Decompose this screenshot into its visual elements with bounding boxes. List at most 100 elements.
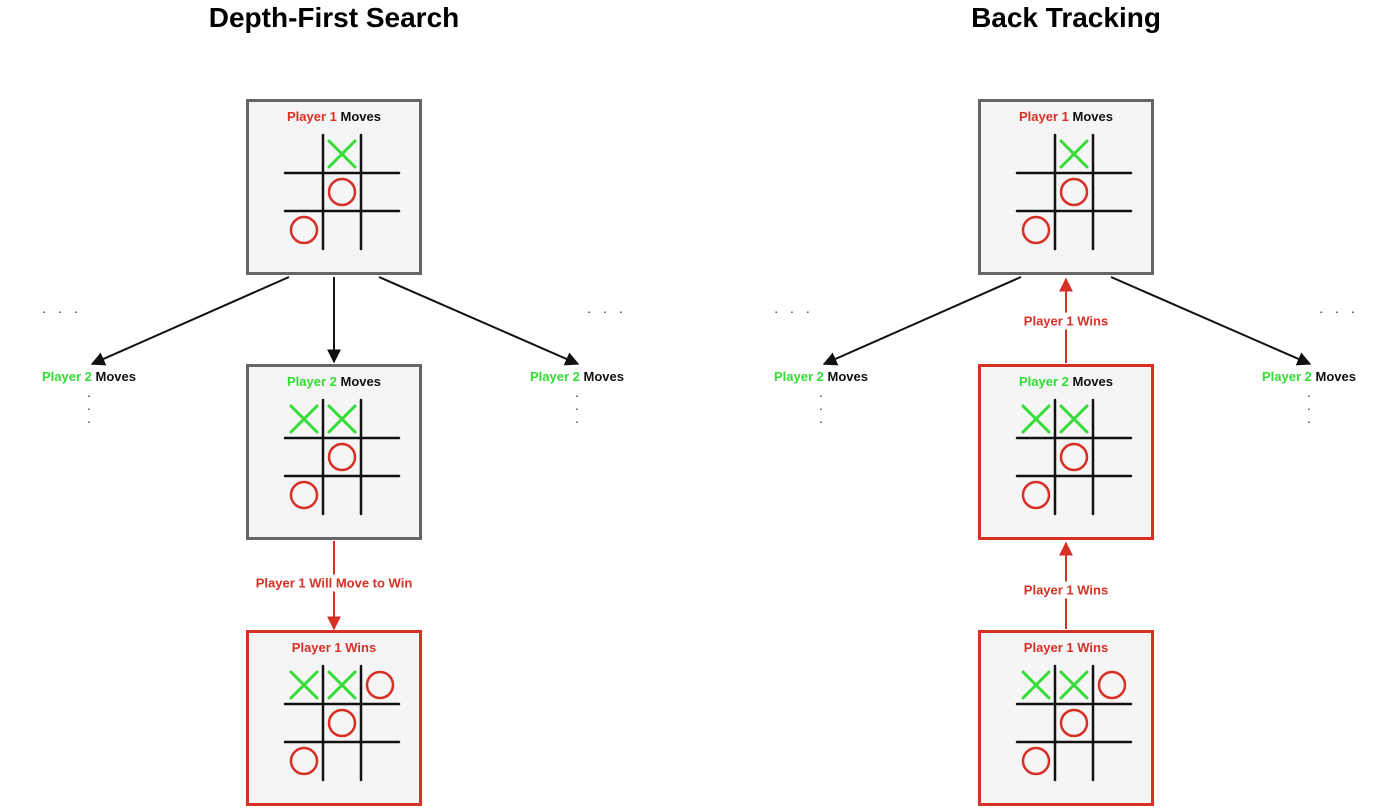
o-mark	[327, 177, 357, 207]
player2-text: Player 2	[530, 369, 580, 384]
bt-mid-node: Player 2 Moves	[978, 364, 1154, 540]
o-mark	[365, 670, 395, 700]
vertical-ellipsis: ...	[816, 384, 826, 426]
dfs-title: Depth-First Search	[208, 2, 460, 33]
x-stroke	[1021, 404, 1051, 434]
dfs-left-branch-label: Player 2 Moves	[42, 369, 136, 384]
tic-tac-toe-board	[283, 398, 401, 516]
x-stroke	[327, 404, 357, 434]
x-stroke	[289, 670, 319, 700]
grid-lines	[1015, 133, 1133, 251]
o-mark	[327, 442, 357, 472]
vdot: .	[1307, 397, 1311, 413]
x-stroke	[1059, 139, 1089, 169]
o-mark	[1059, 442, 1089, 472]
x-stroke	[1059, 404, 1089, 434]
vdot: .	[575, 397, 579, 413]
bt-root-title: Player 1 Moves	[981, 109, 1151, 124]
dfs-root-title: Player 1 Moves	[249, 109, 419, 124]
x-stroke	[327, 139, 357, 169]
vdot: .	[87, 384, 91, 400]
bt-leaf-title: Player 1 Wins	[1023, 640, 1109, 655]
vertical-ellipsis: ...	[84, 384, 94, 426]
player2-text: Player 2	[1262, 369, 1312, 384]
vdot: .	[819, 384, 823, 400]
bt-left-branch-label: Player 2 Moves	[774, 369, 868, 384]
bt-edge-left	[822, 276, 1022, 366]
dfs-edge-right	[378, 276, 580, 366]
x-mark	[327, 670, 357, 700]
bt-upper-edge-label: Player 1 Wins	[1020, 312, 1112, 330]
x-mark	[289, 404, 319, 434]
ellipsis-left: . . .	[42, 300, 82, 316]
tic-tac-toe-board	[1015, 133, 1133, 251]
o-mark	[1059, 708, 1089, 738]
dfs-leaf-node: Player 1 Wins	[246, 630, 422, 806]
x-mark	[1021, 670, 1051, 700]
x-stroke	[327, 670, 357, 700]
player2-text: Player 2	[774, 369, 824, 384]
bt-root-node: Player 1 Moves	[978, 99, 1154, 275]
x-mark	[289, 670, 319, 700]
vdot: .	[87, 410, 91, 426]
o-mark	[1021, 480, 1051, 510]
x-stroke	[1021, 670, 1051, 700]
moves-text: Moves	[340, 109, 381, 124]
vdot: .	[819, 410, 823, 426]
vdot: .	[819, 397, 823, 413]
player2-text: Player 2	[287, 374, 337, 389]
x-mark	[327, 139, 357, 169]
vdot: .	[575, 384, 579, 400]
vdot: .	[1307, 384, 1311, 400]
o-mark	[327, 708, 357, 738]
vdot: .	[1307, 410, 1311, 426]
o-mark	[289, 480, 319, 510]
backtracking-title: Back Tracking	[971, 2, 1161, 33]
player1-text: Player 1	[287, 109, 337, 124]
dfs-edge-left	[90, 276, 290, 366]
ellipsis-right: . . .	[1319, 300, 1359, 316]
dfs-mid-node: Player 2 Moves	[246, 364, 422, 540]
grid-lines	[1015, 664, 1133, 782]
grid-lines	[283, 664, 401, 782]
x-mark	[1021, 404, 1051, 434]
vdot: .	[87, 397, 91, 413]
moves-text: Moves	[827, 369, 868, 384]
player1-text: Player 1	[1019, 109, 1069, 124]
tic-tac-toe-board	[283, 133, 401, 251]
dfs-root-node: Player 1 Moves	[246, 99, 422, 275]
grid-lines	[283, 133, 401, 251]
moves-text: Moves	[1315, 369, 1356, 384]
o-mark	[1097, 670, 1127, 700]
tic-tac-toe-board	[283, 664, 401, 782]
x-mark	[1059, 404, 1089, 434]
vertical-ellipsis: ...	[572, 384, 582, 426]
ellipsis-left: . . .	[774, 300, 814, 316]
bt-edge-right	[1110, 276, 1312, 366]
x-stroke	[1059, 670, 1089, 700]
dfs-mid-title: Player 2 Moves	[249, 374, 419, 389]
moves-text: Moves	[95, 369, 136, 384]
o-mark	[1021, 746, 1051, 776]
bt-leaf-node: Player 1 Wins	[978, 630, 1154, 806]
vertical-ellipsis: ...	[1304, 384, 1314, 426]
bt-right-branch-label: Player 2 Moves	[1262, 369, 1356, 384]
grid-lines	[1015, 398, 1133, 516]
ellipsis-right: . . .	[587, 300, 627, 316]
x-mark	[327, 404, 357, 434]
x-stroke	[289, 404, 319, 434]
tic-tac-toe-board	[1015, 398, 1133, 516]
o-mark	[289, 746, 319, 776]
bt-lower-edge-label: Player 1 Wins	[1020, 581, 1112, 599]
x-mark	[1059, 670, 1089, 700]
dfs-leaf-title: Player 1 Wins	[291, 640, 377, 655]
dfs-right-branch-label: Player 2 Moves	[530, 369, 624, 384]
vdot: .	[575, 410, 579, 426]
dfs-edge-label: Player 1 Will Move to Win	[252, 574, 416, 592]
grid-lines	[283, 398, 401, 516]
player2-text: Player 2	[42, 369, 92, 384]
moves-text: Moves	[1072, 374, 1113, 389]
o-mark	[1059, 177, 1089, 207]
o-mark	[289, 215, 319, 245]
